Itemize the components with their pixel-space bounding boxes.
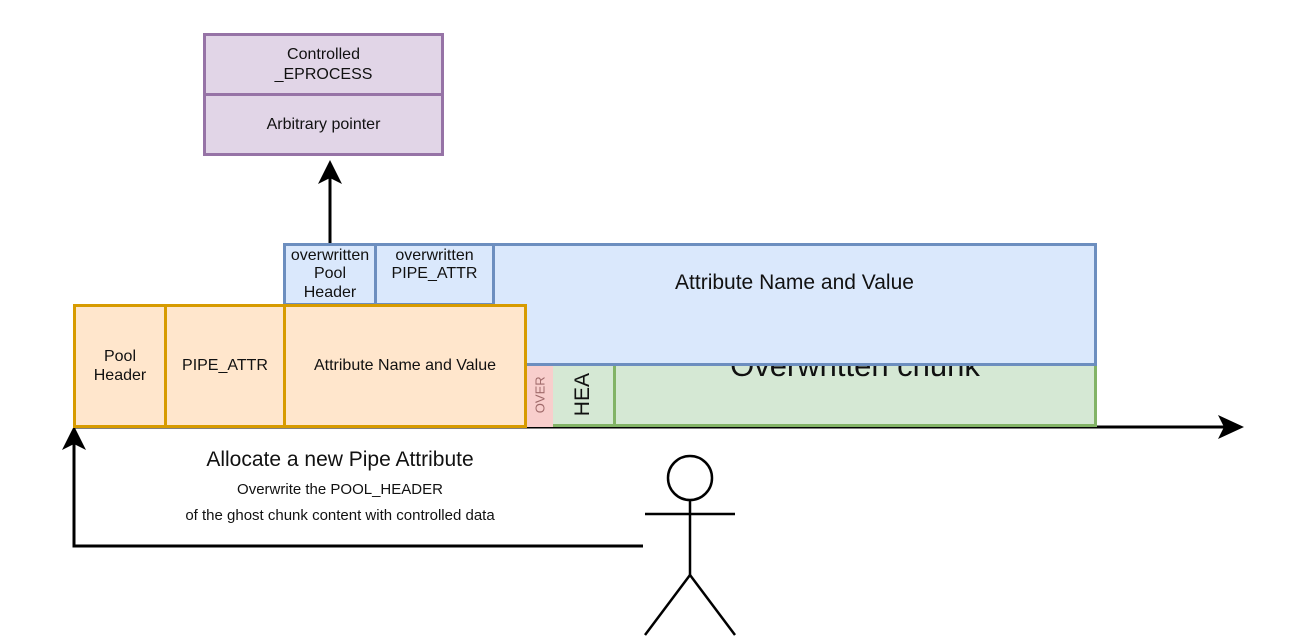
arbitrary-pointer-label: Arbitrary pointer [266, 115, 381, 133]
attribute-name-value-label: Attribute Name and Value [313, 357, 497, 375]
attribute-name-value-box: Attribute Name and Value [283, 304, 527, 428]
overwritten-chunk-box: Overwritten chunk [613, 363, 1097, 427]
pipe-attr-label: PIPE_ATTR [182, 357, 268, 375]
header-segment: HEA [553, 363, 616, 427]
memory-axis-arrowhead [1218, 415, 1244, 439]
allocation-flow-arrow [72, 440, 643, 548]
over-label: OVER [532, 376, 548, 414]
attacker-actor-icon [644, 454, 736, 636]
pool-header-label: Pool Header [93, 347, 147, 384]
over-segment: OVER [525, 363, 555, 427]
arbitrary-pointer-box: Arbitrary pointer [203, 93, 444, 156]
header-label: HEA [571, 373, 595, 417]
overwritten-pool-header-box: overwritten Pool Header [283, 243, 377, 306]
caption-line-2: of the ghost chunk content with controll… [185, 507, 495, 524]
pipe-attr-box: PIPE_ATTR [164, 304, 286, 428]
caption-line-1: Overwrite the POOL_HEADER [237, 481, 443, 498]
overwritten-pipe-attr-label: overwritten PIPE_ATTR [391, 247, 478, 283]
controlled-eprocess-label: Controlled _EPROCESS [274, 46, 373, 83]
blue-attribute-name-value-box: Attribute Name and Value [492, 243, 1097, 366]
blue-attribute-name-value-label: Attribute Name and Value [675, 271, 914, 294]
allocation-flow-arrowhead [62, 426, 86, 450]
overwritten-chunk-label: Overwritten chunk [730, 363, 980, 383]
overwritten-pipe-attr-box: overwritten PIPE_ATTR [374, 243, 495, 306]
pointer-arrowhead [318, 160, 342, 184]
controlled-eprocess-box: Controlled _EPROCESS [203, 33, 444, 96]
caption-title: Allocate a new Pipe Attribute [206, 448, 474, 471]
overwritten-pool-header-label: overwritten Pool Header [290, 246, 370, 301]
pool-header-box: Pool Header [73, 304, 167, 428]
